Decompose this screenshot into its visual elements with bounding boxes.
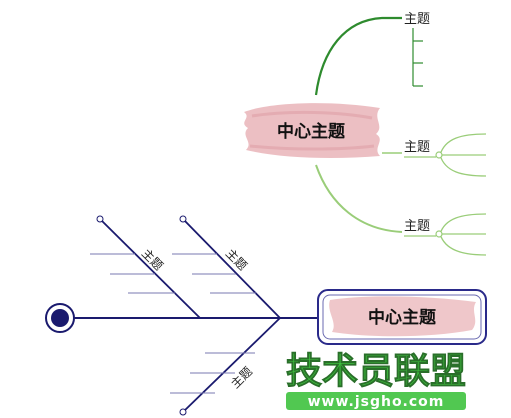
watermark-url: www.jsgho.com <box>308 394 445 410</box>
mindmap: 主题 主题 主题 中心主题 <box>244 12 487 256</box>
branch-connector-top <box>314 16 402 96</box>
watermark: 技术员联盟 www.jsgho.com <box>286 351 466 410</box>
fishbone-tail <box>45 303 75 333</box>
bone-upper-right-label[interactable]: 主题 <box>223 246 250 273</box>
branch-label-top[interactable]: 主题 <box>404 12 430 27</box>
bone-lower-ribs <box>170 352 255 394</box>
fishbone: 主题 主题 主题 中心主题 <box>45 215 487 416</box>
branch-middle-fan <box>439 133 487 177</box>
bone-upper-right-ribs <box>172 253 256 294</box>
branch-label-bottom[interactable]: 主题 <box>404 219 430 234</box>
fishbone-head-brush <box>329 296 476 337</box>
branch-connector-bottom <box>315 164 403 233</box>
fishbone-head-label: 中心主题 <box>368 307 437 328</box>
bone-upper-left-label[interactable]: 主题 <box>139 246 166 273</box>
branch-bottom-fan <box>439 213 487 256</box>
central-topic-brush <box>244 103 380 158</box>
bone-upper-right <box>182 218 281 319</box>
bone-upper-left <box>99 218 201 319</box>
branch-bottom-node-dot <box>435 230 443 238</box>
branch-top-subitems <box>412 28 423 87</box>
watermark-url-bg <box>286 392 466 410</box>
branch-label-middle[interactable]: 主题 <box>404 140 430 155</box>
fishbone-head[interactable]: 中心主题 <box>317 289 487 345</box>
watermark-title: 技术员联盟 <box>286 351 466 392</box>
bone-lower <box>182 317 281 413</box>
bone-upper-left-ribs <box>90 253 175 294</box>
bone-lower-label[interactable]: 主题 <box>228 364 255 391</box>
branch-middle-node-dot <box>435 151 443 159</box>
central-topic-label: 中心主题 <box>277 121 346 142</box>
central-topic[interactable]: 中心主题 <box>244 103 380 158</box>
